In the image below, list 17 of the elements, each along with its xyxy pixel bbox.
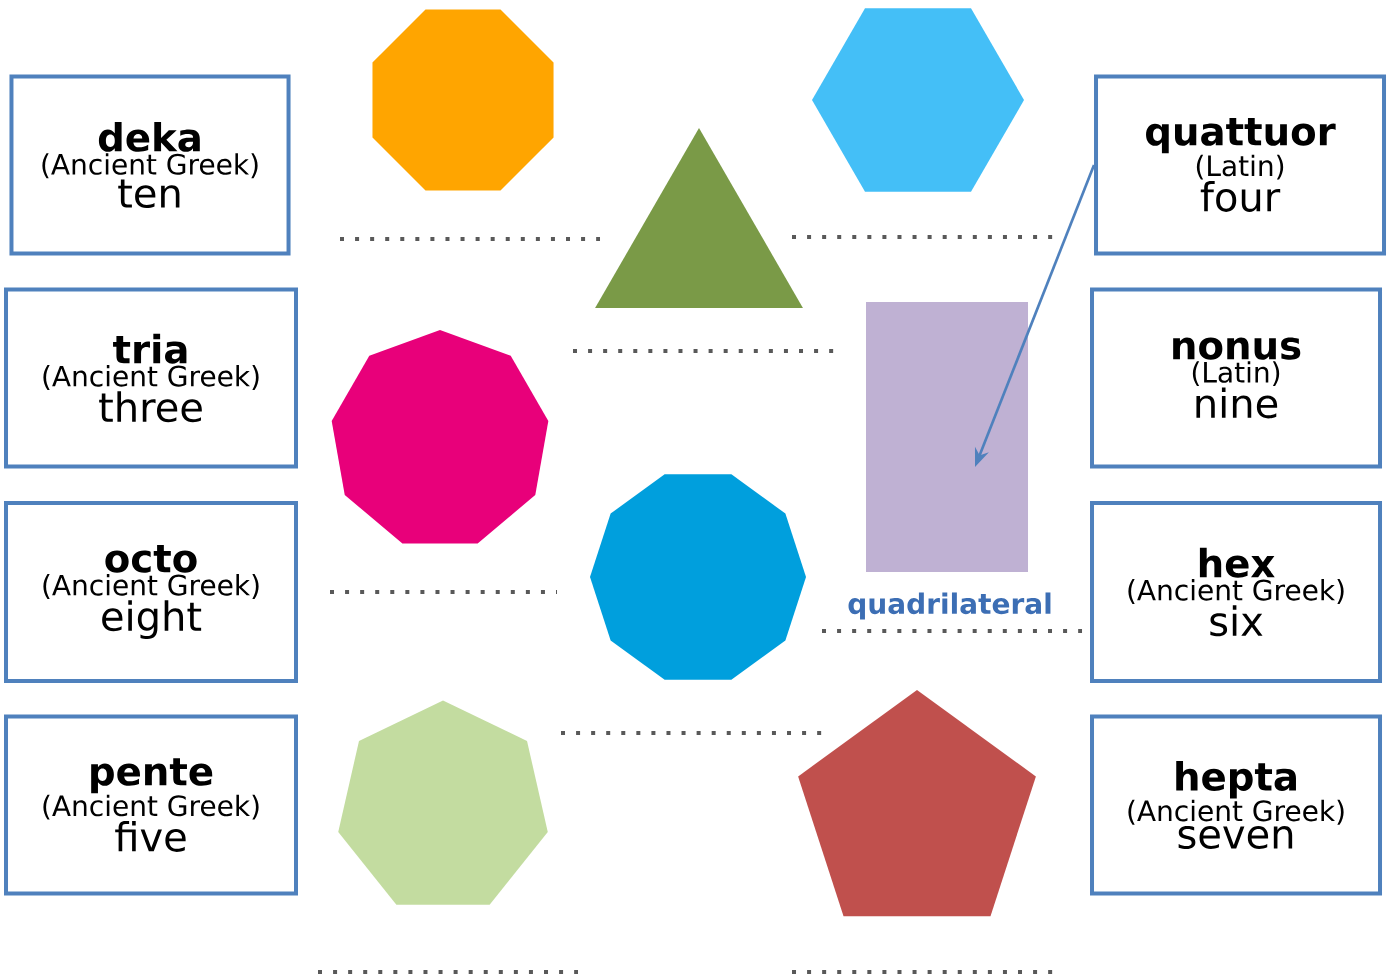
rectangle-shape bbox=[866, 302, 1028, 572]
word-card: deka (Ancient Greek) ten bbox=[9, 74, 291, 256]
word-card: pente (Ancient Greek) five bbox=[4, 714, 298, 896]
word-card: nonus (Latin) nine bbox=[1090, 287, 1382, 469]
word-card: hex (Ancient Greek) six bbox=[1090, 501, 1382, 683]
word-card: octo (Ancient Greek) eight bbox=[4, 501, 298, 683]
decagon-shape bbox=[590, 474, 806, 680]
triangle-shape bbox=[595, 128, 803, 308]
word-card: tria (Ancient Greek) three bbox=[4, 287, 298, 469]
word-card: hepta (Ancient Greek) seven bbox=[1090, 714, 1382, 896]
octagon-shape bbox=[372, 9, 554, 191]
word-card: quattuor (Latin) four bbox=[1094, 74, 1386, 256]
nonagon-shape bbox=[331, 330, 549, 544]
handwritten-label: quadrilateral bbox=[848, 592, 1051, 620]
heptagon-shape bbox=[338, 700, 548, 905]
hexagon-shape bbox=[812, 8, 1024, 192]
pentagon-shape bbox=[798, 690, 1036, 917]
